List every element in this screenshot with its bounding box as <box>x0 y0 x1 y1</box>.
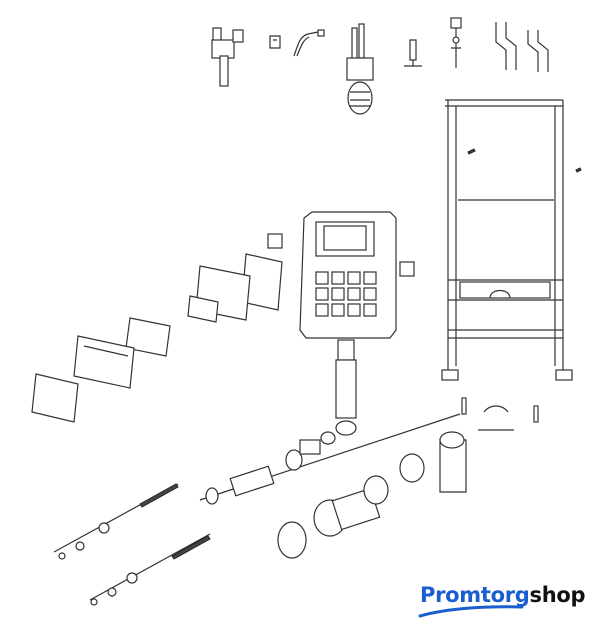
actuator-rod <box>404 39 422 67</box>
bracket-part <box>269 35 281 49</box>
logo-text-promtorg: Promtorg <box>420 583 530 607</box>
fill-valve <box>211 27 244 87</box>
logo-text-shop: shop <box>529 583 586 607</box>
promtorgshop-logo: Promtorgshop <box>420 583 586 607</box>
screw-part <box>450 17 462 68</box>
mounting-plates <box>31 253 283 423</box>
logo-swoosh-icon <box>418 605 524 618</box>
flexible-hose <box>293 29 325 57</box>
cistern <box>267 211 415 339</box>
flush-valve <box>346 23 374 115</box>
flush-pipe <box>320 339 357 445</box>
threaded-rods <box>53 483 211 606</box>
installation-frame <box>441 99 582 381</box>
drain-pipes <box>199 397 539 559</box>
frame-feet <box>495 22 549 72</box>
